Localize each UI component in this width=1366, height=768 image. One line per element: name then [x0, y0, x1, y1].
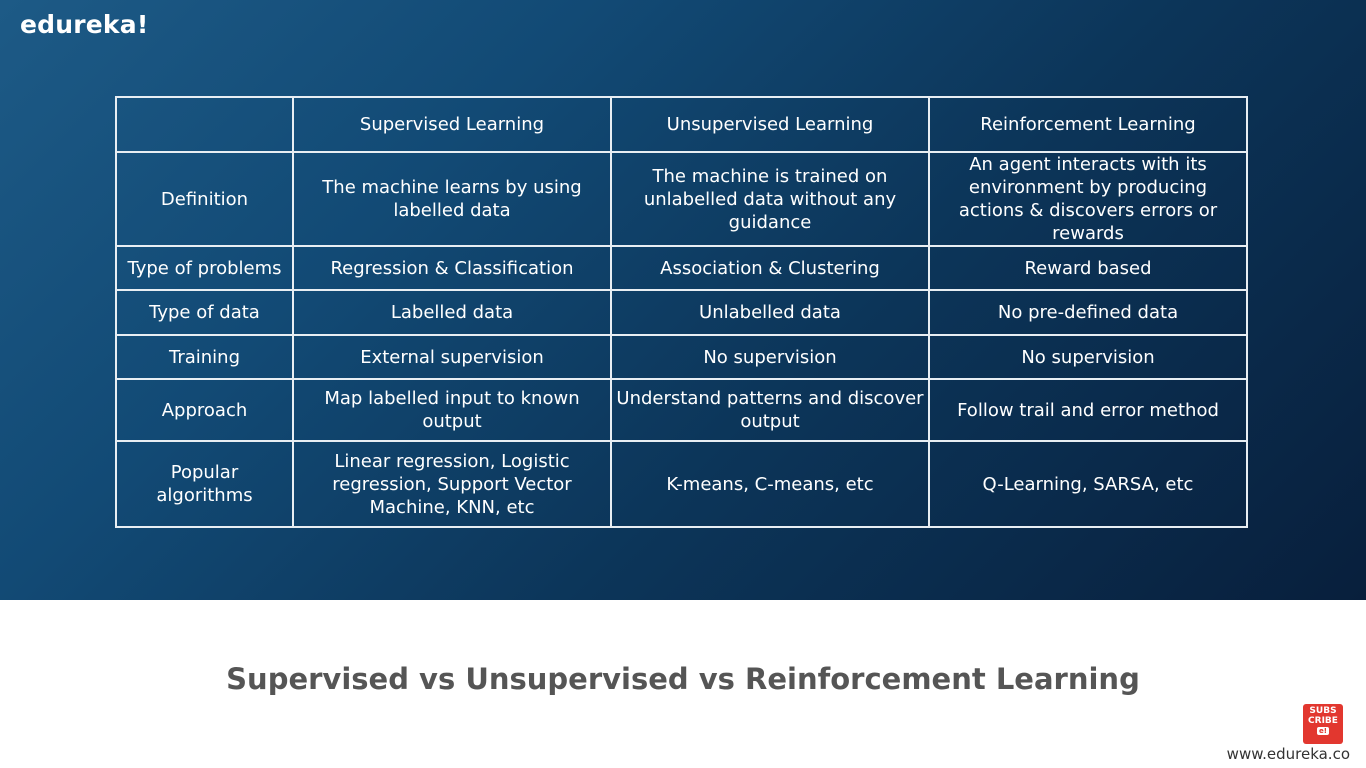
- table-cell: K-means, C-means, etc: [610, 440, 930, 528]
- table-header-row: Supervised Learning Unsupervised Learnin…: [115, 96, 1248, 153]
- subscribe-logo-icon: e!: [1317, 727, 1329, 735]
- subscribe-button[interactable]: SUBS CRIBE e!: [1303, 704, 1343, 744]
- table-cell: The machine is trained on unlabelled dat…: [610, 151, 930, 247]
- header-cell-empty: [115, 96, 294, 153]
- website-url: www.edureka.co: [1226, 745, 1350, 763]
- header-supervised: Supervised Learning: [292, 96, 612, 153]
- slide-area: edureka! Supervised Learning Unsupervise…: [0, 0, 1366, 600]
- table-cell: An agent interacts with its environment …: [928, 151, 1248, 247]
- table-cell: No supervision: [610, 334, 930, 380]
- table-cell: External supervision: [292, 334, 612, 380]
- table-cell: Map labelled input to known output: [292, 378, 612, 442]
- table-cell: Unlabelled data: [610, 289, 930, 336]
- table-cell: Understand patterns and discover output: [610, 378, 930, 442]
- header-reinforcement: Reinforcement Learning: [928, 96, 1248, 153]
- subscribe-text-1: SUBS: [1309, 706, 1337, 716]
- table-cell: Q-Learning, SARSA, etc: [928, 440, 1248, 528]
- row-label: Approach: [115, 378, 294, 442]
- table-cell: Linear regression, Logistic regression, …: [292, 440, 612, 528]
- edureka-logo: edureka!: [20, 10, 149, 39]
- table-row: Type of problems Regression & Classifica…: [115, 245, 1248, 291]
- table-cell: Regression & Classification: [292, 245, 612, 291]
- row-label: Training: [115, 334, 294, 380]
- table-cell: Reward based: [928, 245, 1248, 291]
- row-label: Type of problems: [115, 245, 294, 291]
- table-cell: The machine learns by using labelled dat…: [292, 151, 612, 247]
- table-row: Popular algorithms Linear regression, Lo…: [115, 440, 1248, 528]
- row-label: Type of data: [115, 289, 294, 336]
- header-unsupervised: Unsupervised Learning: [610, 96, 930, 153]
- table-row: Definition The machine learns by using l…: [115, 151, 1248, 247]
- table-cell: Follow trail and error method: [928, 378, 1248, 442]
- table-row: Training External supervision No supervi…: [115, 334, 1248, 380]
- table-row: Approach Map labelled input to known out…: [115, 378, 1248, 442]
- table-row: Type of data Labelled data Unlabelled da…: [115, 289, 1248, 336]
- comparison-table: Supervised Learning Unsupervised Learnin…: [115, 96, 1248, 528]
- subscribe-text-2: CRIBE: [1308, 716, 1338, 726]
- slide-caption: Supervised vs Unsupervised vs Reinforcem…: [226, 662, 1140, 696]
- row-label: Definition: [115, 151, 294, 247]
- table-cell: Association & Clustering: [610, 245, 930, 291]
- table-cell: No pre-defined data: [928, 289, 1248, 336]
- row-label: Popular algorithms: [115, 440, 294, 528]
- table-cell: Labelled data: [292, 289, 612, 336]
- table-cell: No supervision: [928, 334, 1248, 380]
